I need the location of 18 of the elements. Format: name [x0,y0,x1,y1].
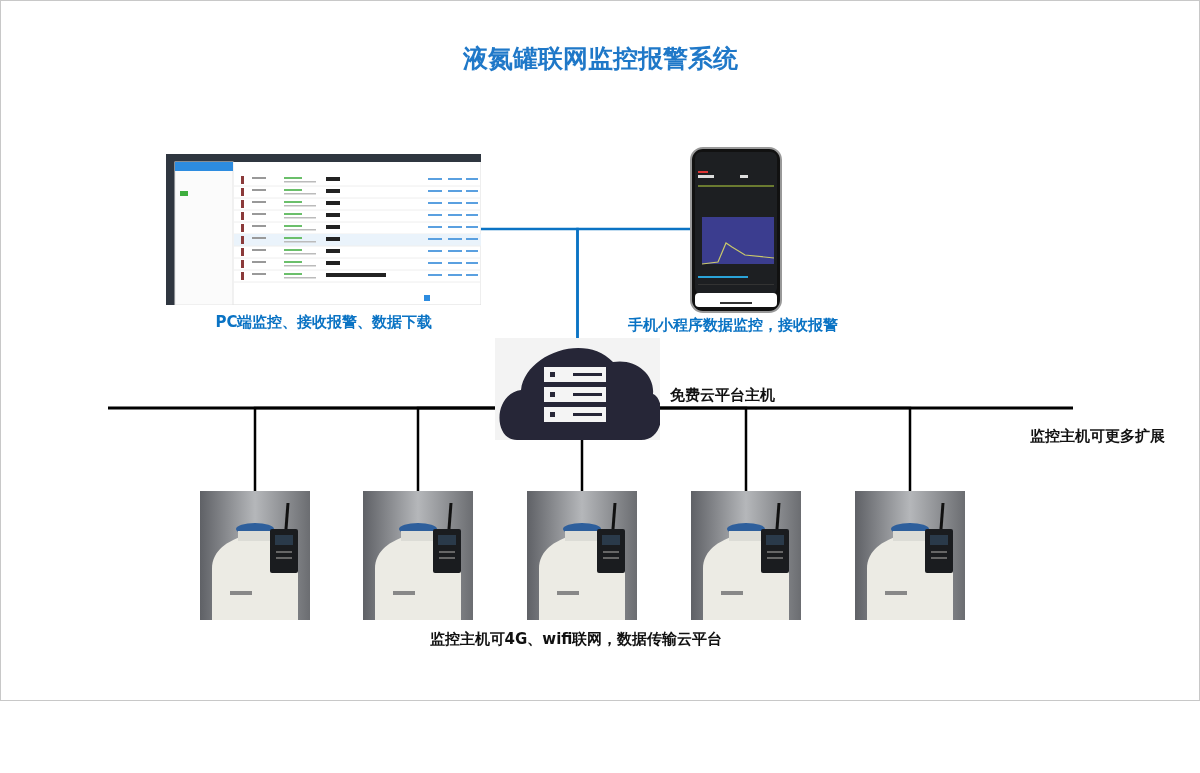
connector-line [580,440,584,491]
note-text: 监控主机可更多扩展 [1030,427,1165,446]
dewar-tank-drawing [527,491,637,620]
dashboard-screenshot-drawing [166,154,481,305]
node-label: 免费云平台主机 [670,386,775,405]
dewar-tank-drawing [200,491,310,620]
node-label: 手机小程序数据监控，接收报警 [628,316,838,335]
dewar-tank-drawing [855,491,965,620]
cloud-server-drawing [495,338,660,440]
dewar-tank-drawing [363,491,473,620]
dewar-tank-drawing [691,491,801,620]
connector-line [660,406,912,491]
node-label: PC端监控、接收报警、数据下载 [215,313,433,332]
connector-line [576,227,690,338]
connector-line [416,406,495,491]
title: 液氮罐联网监控报警系统 [462,43,738,75]
note-text: 监控主机可4G、wifi联网，数据传输云平台 [429,630,723,649]
phone-app-drawing [690,147,782,313]
